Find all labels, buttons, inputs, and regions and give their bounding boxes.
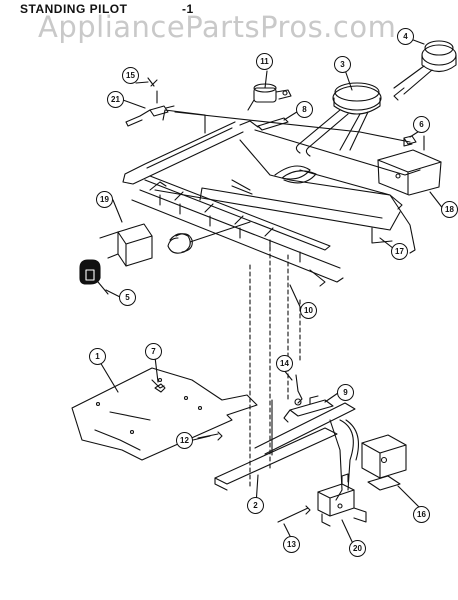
part-8 <box>257 117 289 131</box>
burner-tube <box>122 120 259 185</box>
callout-part-3[interactable]: 3 <box>334 56 351 73</box>
callout-part-8[interactable]: 8 <box>296 101 313 118</box>
callout-part-1[interactable]: 1 <box>89 348 106 365</box>
manifold-frame <box>154 109 421 254</box>
watermark: AppliancePartsPros.com <box>38 10 397 44</box>
callout-part-13[interactable]: 13 <box>283 536 300 553</box>
part-9 <box>283 395 334 423</box>
main-manifold <box>131 175 344 287</box>
part-7 <box>154 383 166 393</box>
callout-part-2[interactable]: 2 <box>247 497 264 514</box>
part-5 <box>79 259 109 295</box>
burner-assembly-4 <box>393 40 457 101</box>
callout-part-11[interactable]: 11 <box>256 53 273 70</box>
lower-bracket <box>214 399 356 491</box>
callout-part-18[interactable]: 18 <box>441 201 458 218</box>
callout-part-9[interactable]: 9 <box>337 384 354 401</box>
part-1 <box>71 367 258 461</box>
callout-part-21[interactable]: 21 <box>107 91 124 108</box>
callout-leaders <box>99 37 445 549</box>
callout-part-7[interactable]: 7 <box>145 343 162 360</box>
callout-part-10[interactable]: 10 <box>300 302 317 319</box>
callout-part-5[interactable]: 5 <box>119 289 136 306</box>
thermocouple-coil <box>231 165 403 210</box>
callout-part-19[interactable]: 19 <box>96 191 113 208</box>
part-6 <box>403 135 417 147</box>
part-18 <box>377 135 442 196</box>
part-16 <box>361 434 407 491</box>
part-11 <box>247 83 292 111</box>
title-text: STANDING PILOT <box>20 2 128 16</box>
callout-part-14[interactable]: 14 <box>276 355 293 372</box>
part-21 <box>125 90 175 127</box>
callout-part-15[interactable]: 15 <box>122 67 139 84</box>
title-suffix: -1 <box>182 2 194 16</box>
callout-part-12[interactable]: 12 <box>176 432 193 449</box>
part-20 <box>317 473 367 527</box>
part-13 <box>277 505 311 523</box>
burner-assembly-3 <box>295 82 382 157</box>
gas-tube <box>329 419 359 501</box>
part-15 <box>147 77 158 87</box>
callout-part-16[interactable]: 16 <box>413 506 430 523</box>
part-14 <box>294 374 303 406</box>
leader-lines <box>249 239 301 489</box>
callout-part-6[interactable]: 6 <box>413 116 430 133</box>
callout-part-4[interactable]: 4 <box>397 28 414 45</box>
callout-part-17[interactable]: 17 <box>391 243 408 260</box>
callout-part-20[interactable]: 20 <box>349 540 366 557</box>
diagram-title: STANDING PILOT -1 <box>20 2 193 16</box>
part-19 <box>99 221 251 267</box>
